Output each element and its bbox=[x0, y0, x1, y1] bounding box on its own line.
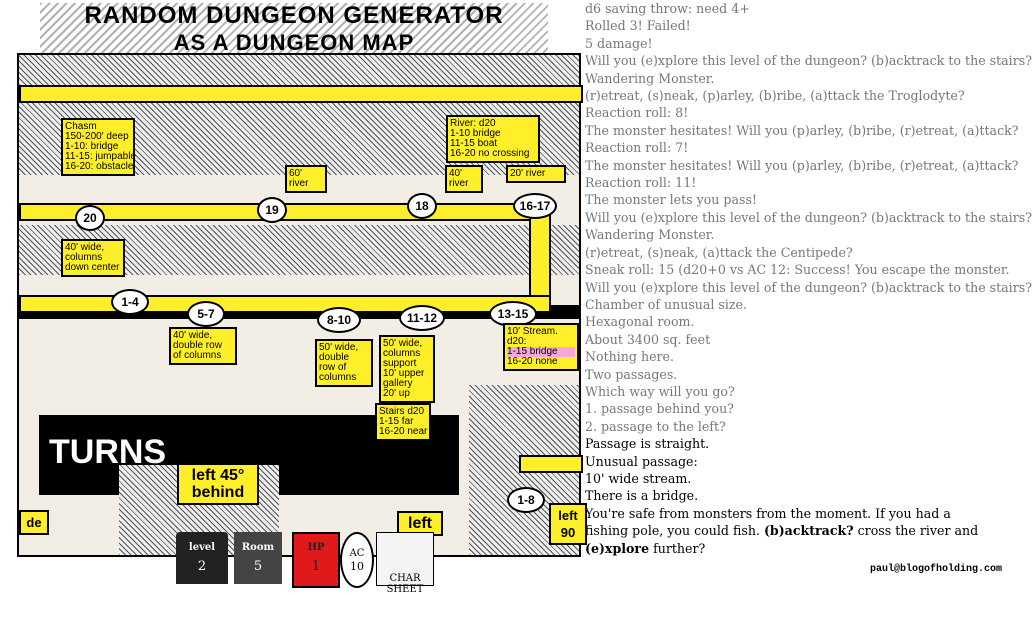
log-line: About 3400 sq. feet bbox=[585, 331, 711, 347]
log-line: The monster hesitates! Will you (p)arley… bbox=[585, 157, 1019, 173]
map-node: 5-7 bbox=[187, 301, 225, 327]
left45-note: left 45° behind bbox=[177, 463, 259, 505]
level-value: 2 bbox=[197, 559, 207, 574]
log-line: Two passages. bbox=[585, 366, 678, 382]
log-line-current: There is a bridge. bbox=[585, 488, 699, 504]
log-line-current: Unusual passage: bbox=[585, 453, 698, 469]
log-line: Nothing here. bbox=[585, 349, 675, 365]
map-node: 19 bbox=[257, 197, 287, 223]
corridor-lower bbox=[19, 295, 551, 313]
hp-label: HP bbox=[307, 542, 325, 553]
banner-background bbox=[40, 3, 548, 53]
prompt-text: cross the river and bbox=[853, 523, 979, 539]
stream-note: 10' Stream. d20: 1-15 bridge 16-20 none bbox=[503, 323, 579, 371]
turns-label: TURNS bbox=[49, 433, 167, 471]
river20-note: 20' river bbox=[506, 165, 566, 183]
explore-option[interactable]: (e)xplore bbox=[585, 540, 650, 556]
log-line: Which way will you go? bbox=[585, 383, 735, 399]
log-line: 5 damage! bbox=[585, 35, 653, 51]
char-sheet-button[interactable]: CHAR SHEET bbox=[376, 532, 434, 595]
game-log: d6 saving throw: need 4+ Rolled 3! Failed… bbox=[585, 0, 1032, 557]
level-label: level bbox=[188, 542, 216, 553]
room-label: Room bbox=[241, 542, 275, 553]
map-panel: RANDOM DUNGEON GENERATOR AS A DUNGEON MA… bbox=[17, 2, 587, 595]
ac-label: AC bbox=[349, 548, 365, 559]
log-line: Hexagonal room. bbox=[585, 314, 695, 330]
log-line: (r)etreat, (s)neak, (p)arley, (b)ribe, (… bbox=[585, 88, 965, 104]
stream-note-title: 10' Stream. d20: bbox=[507, 326, 558, 347]
log-line: Sneak roll: 15 (d20+0 vs AC 12: Success!… bbox=[585, 262, 1010, 278]
wide40-note: 40' wide, columns down center bbox=[61, 239, 125, 277]
map-node: 11-12 bbox=[399, 305, 445, 331]
map-node: 1-4 bbox=[111, 289, 149, 315]
river-note: River: d20 1-10 bridge 11-15 boat 16-20 … bbox=[446, 115, 540, 163]
river60-note: 60' river bbox=[285, 165, 327, 193]
left-note: left bbox=[397, 511, 443, 536]
ac-shield[interactable]: AC 10 bbox=[340, 532, 374, 588]
double40-note: 40' wide, double row of columns bbox=[169, 327, 237, 365]
log-line: d6 saving throw: need 4+ bbox=[585, 1, 750, 16]
corridor-top bbox=[19, 85, 583, 103]
level-indicator[interactable]: level 2 bbox=[176, 532, 228, 584]
double50-note: 50' wide, double row of columns bbox=[315, 339, 373, 387]
hp-value: 1 bbox=[311, 559, 321, 574]
contact-email: paul@blogofholding.com bbox=[870, 564, 1003, 575]
hp-shield[interactable]: HP 1 bbox=[292, 532, 340, 588]
log-line: Will you (e)xplore this level of the dun… bbox=[585, 53, 1032, 69]
log-line: The monster hesitates! Will you (p)arley… bbox=[585, 122, 1019, 138]
dungeon-map: 20 19 18 16-17 1-4 5-7 8-10 11-12 13-15 … bbox=[17, 53, 587, 557]
char-sheet-label: CHAR SHEET bbox=[386, 573, 424, 595]
corridor-right bbox=[519, 455, 583, 473]
log-line: Rolled 3! Failed! bbox=[585, 18, 691, 34]
stream-note-none: 16-20 none bbox=[507, 356, 558, 367]
log-line: Wandering Monster. bbox=[585, 227, 715, 243]
log-line: The monster lets you pass! bbox=[585, 192, 757, 208]
chasm-note: Chasm 150-200' deep 1-10: bridge 11-15: … bbox=[61, 118, 136, 176]
map-node: 20 bbox=[75, 205, 105, 231]
map-node: 1-8 bbox=[507, 487, 545, 513]
room-indicator[interactable]: Room 5 bbox=[234, 532, 282, 584]
prompt-text: further? bbox=[649, 540, 706, 556]
map-node: 8-10 bbox=[317, 307, 361, 333]
log-line: 2. passage to the left? bbox=[585, 418, 726, 434]
map-node: 16-17 bbox=[513, 193, 557, 219]
map-node: 18 bbox=[407, 193, 437, 219]
corridor-bend bbox=[529, 205, 551, 304]
banner-title: RANDOM DUNGEON GENERATOR bbox=[84, 2, 504, 29]
log-line-current: 10' wide stream. bbox=[585, 470, 692, 486]
log-line: (r)etreat, (s)neak, (a)ttack the Centipe… bbox=[585, 244, 853, 260]
log-line: Reaction roll: 7! bbox=[585, 140, 689, 156]
room-value: 5 bbox=[253, 559, 263, 574]
partial-note: de bbox=[19, 510, 49, 535]
stream-note-bridge: 1-15 bridge bbox=[507, 347, 575, 357]
log-line: Reaction roll: 11! bbox=[585, 175, 697, 191]
log-line: Chamber of unusual size. bbox=[585, 296, 748, 312]
log-prompt: You're safe from monsters from the momen… bbox=[585, 505, 985, 557]
stairs-note: Stairs d20 1-15 far 16-20 near bbox=[375, 403, 431, 441]
left90-note: left 90 bbox=[549, 503, 587, 545]
banner-subtitle: AS A DUNGEON MAP bbox=[173, 30, 415, 55]
gallery-note: 50' wide, columns support 10' upper gall… bbox=[379, 335, 435, 403]
prompt-text: You're safe from monsters from the momen… bbox=[585, 505, 951, 539]
ac-value: 10 bbox=[350, 560, 364, 573]
log-line: Reaction roll: 8! bbox=[585, 105, 689, 121]
log-line: 1. passage behind you? bbox=[585, 401, 734, 417]
log-line-current: Passage is straight. bbox=[585, 436, 710, 452]
river40-note: 40' river bbox=[445, 165, 483, 193]
log-line: Will you (e)xplore this level of the dun… bbox=[585, 209, 1032, 225]
backtrack-option[interactable]: (b)acktrack? bbox=[763, 523, 854, 539]
log-line: Will you (e)xplore this level of the dun… bbox=[585, 279, 1032, 295]
log-line: Wandering Monster. bbox=[585, 70, 715, 86]
